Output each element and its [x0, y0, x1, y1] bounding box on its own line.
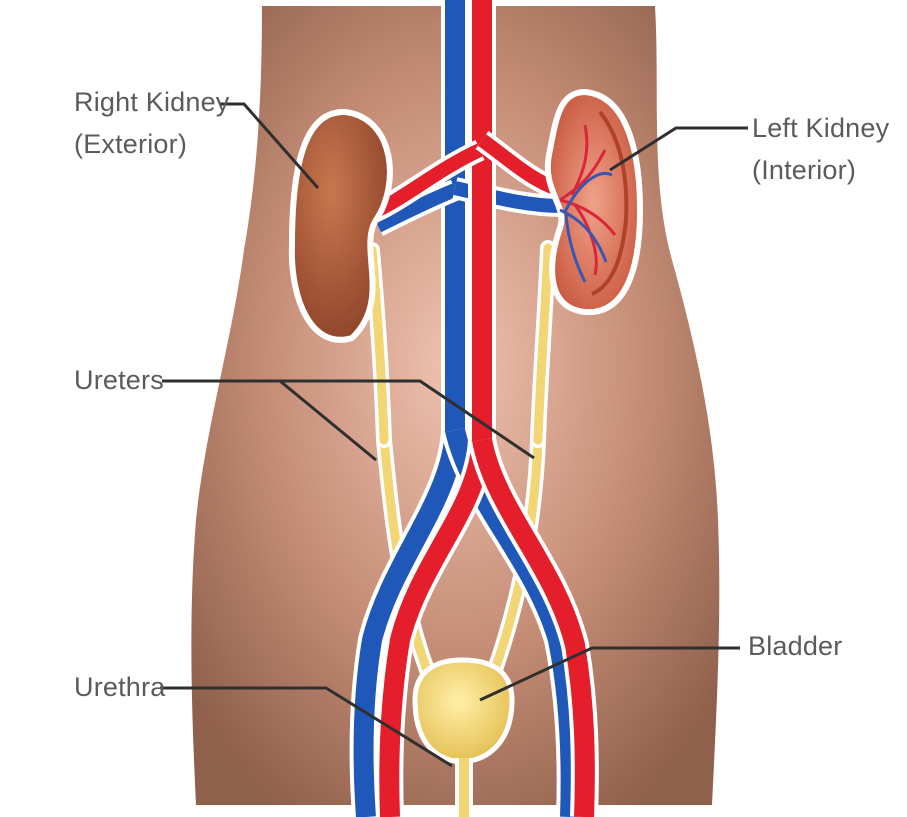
- label-left-kidney-note: (Interior): [752, 154, 856, 186]
- bladder-organ: [415, 660, 512, 762]
- label-right-kidney: Right Kidney: [74, 86, 230, 118]
- label-ureters: Ureters: [74, 364, 164, 396]
- urethra-tube: [455, 758, 473, 817]
- left-kidney: [548, 92, 640, 312]
- label-right-kidney-note: (Exterior): [74, 128, 187, 160]
- label-bladder: Bladder: [748, 630, 842, 662]
- label-left-kidney: Left Kidney: [752, 112, 889, 144]
- label-urethra: Urethra: [74, 671, 165, 703]
